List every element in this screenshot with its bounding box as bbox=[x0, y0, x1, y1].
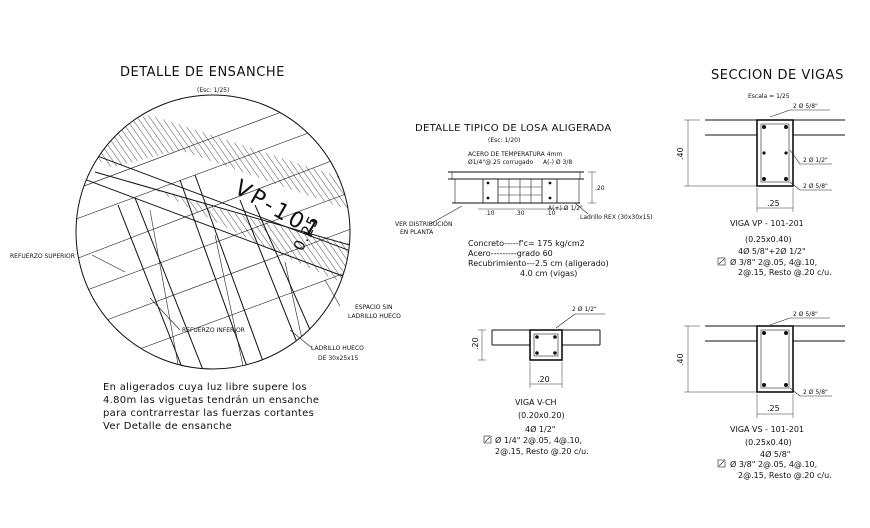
viga-ch-section: 2 Ø 1/2" .20 .20 VIGA V-CH (0.20x0.20) 4… bbox=[471, 306, 605, 456]
vch-stirrups-1: Ø 1/4" 2@.05, 4@.10, bbox=[495, 435, 582, 445]
note-line: Ver Detalle de ensanche bbox=[103, 421, 232, 432]
vs-height-dim: .40 bbox=[676, 353, 685, 366]
losa-detail: DETALLE TIPICO DE LOSA ALIGERADA (Esc: 1… bbox=[395, 123, 653, 278]
spec-line: Recubrimiento---2.5 cm (aligerado) bbox=[468, 259, 609, 268]
detail-circle bbox=[75, 94, 351, 370]
losa-section bbox=[448, 171, 584, 204]
ladrillo-label-2: DE 30x25x15 bbox=[318, 355, 359, 362]
note-line: para contrarrestar las fuerzas cortantes bbox=[103, 408, 314, 419]
losa-dim-center: .30 bbox=[515, 210, 525, 217]
ensanche-scale: (Esc: 1/25) bbox=[197, 87, 229, 94]
vch-bar-label: 2 Ø 1/2" bbox=[572, 306, 597, 313]
ver-distribucion-1: VER DISTRIBUCIÓN bbox=[395, 221, 452, 228]
secciones-title: SECCION DE VIGAS bbox=[711, 68, 844, 83]
refuerzo-superior-label: REFUERZO SUPERIOR bbox=[10, 253, 75, 260]
viga-vp-section: 2 Ø 5/8" 2 Ø 1/2" 2 Ø 5/8" .40 bbox=[676, 103, 845, 277]
vs-width-dim: .25 bbox=[767, 404, 780, 413]
acero-label-2: Ø1/4"@.25 corrugado bbox=[468, 159, 533, 166]
acero-positivo-label: A(+) Ø 1/2" bbox=[548, 205, 583, 212]
vp-stirrups-1: Ø 3/8" 2@.05, 4@.10, bbox=[730, 257, 817, 267]
vch-main-bars: 4Ø 1/2" bbox=[525, 424, 555, 434]
losa-dim-right: .10 bbox=[546, 210, 556, 217]
ladrillo-rex-label: Ladrillo REX (30x30x15) bbox=[580, 214, 653, 221]
spec-line: 4.0 cm (vigas) bbox=[520, 269, 577, 278]
vp-size: (0.25x0.40) bbox=[745, 235, 792, 244]
espacio-label-2: LADRILLO HUECO bbox=[348, 313, 401, 320]
vs-bar-bot: 2 Ø 5/8" bbox=[803, 389, 828, 396]
vs-size: (0.25x0.40) bbox=[745, 438, 792, 447]
vs-name: VIGA VS - 101-201 bbox=[730, 425, 804, 434]
stirrup-icon bbox=[483, 435, 492, 444]
losa-dim-left: .10 bbox=[485, 210, 495, 217]
vp-width-dim: .25 bbox=[767, 199, 780, 208]
secciones-scale: Escala = 1/25 bbox=[748, 93, 790, 100]
vch-size: (0.20x0.20) bbox=[518, 411, 565, 420]
vp-main-bars: 4Ø 5/8"+2Ø 1/2" bbox=[738, 246, 806, 256]
acero-label-1: ACERO DE TEMPERATURA 4mm bbox=[468, 151, 562, 158]
acero-negativo-label: A(-) Ø 3/8 bbox=[543, 159, 572, 166]
vch-width-dim: .20 bbox=[537, 375, 550, 384]
vch-stirrups-2: 2@.15, Resto @.20 c/u. bbox=[495, 447, 589, 456]
losa-scale: (Esc: 1/20) bbox=[488, 137, 520, 144]
espacio-label-1: ESPACIO SIN bbox=[355, 304, 393, 311]
stirrup-icon bbox=[717, 459, 726, 468]
stirrup-icon bbox=[717, 257, 726, 266]
vch-height-dim: .20 bbox=[471, 337, 480, 350]
vp-height-dim: .40 bbox=[676, 147, 685, 160]
ladrillo-label-1: LADRILLO HUECO bbox=[311, 345, 364, 352]
losa-height-dim: .20 bbox=[595, 185, 605, 192]
ensanche-detail: DETALLE DE ENSANCHE (Esc: 1/25) bbox=[10, 65, 401, 432]
note-line: En aligerados cuya luz libre supere los bbox=[103, 382, 307, 393]
vs-stirrups-2: 2@.15, Resto @.20 c/u. bbox=[738, 471, 832, 480]
refuerzo-inferior-label: REFUERZO INFERIOR bbox=[182, 327, 245, 334]
vp-name: VIGA VP - 101-201 bbox=[730, 219, 804, 228]
ensanche-title: DETALLE DE ENSANCHE bbox=[120, 65, 285, 80]
viga-vs-section: 2 Ø 5/8" 2 Ø 5/8" .40 .25 VIGA VS - 101-… bbox=[676, 311, 845, 480]
vp-stirrups-2: 2@.15, Resto @.20 c/u. bbox=[738, 268, 832, 277]
vs-stirrups-1: Ø 3/8" 2@.05, 4@.10, bbox=[730, 459, 817, 469]
ensanche-note: En aligerados cuya luz libre supere los … bbox=[103, 382, 319, 432]
vs-main-bars: 4Ø 5/8" bbox=[760, 449, 790, 459]
note-line: 4.80m las viguetas tendrán un ensanche bbox=[103, 394, 319, 406]
vs-bar-top: 2 Ø 5/8" bbox=[793, 311, 818, 318]
ver-distribucion-2: EN PLANTA bbox=[400, 229, 434, 236]
losa-specs: Concreto-----f'c= 175 kg/cm2 Acero------… bbox=[468, 239, 609, 278]
losa-title: DETALLE TIPICO DE LOSA ALIGERADA bbox=[415, 123, 612, 134]
ensanche-circle-content bbox=[76, 104, 350, 369]
spec-line: Acero---------grado 60 bbox=[468, 249, 553, 258]
vp-bar-bot: 2 Ø 5/8" bbox=[803, 183, 828, 190]
secciones-vigas: SECCION DE VIGAS Escala = 1/25 2 Ø 5/8" … bbox=[676, 68, 845, 480]
vch-name: VIGA V-CH bbox=[515, 398, 557, 407]
spec-line: Concreto-----f'c= 175 kg/cm2 bbox=[468, 239, 585, 248]
vp-bar-mid: 2 Ø 1/2" bbox=[803, 157, 828, 164]
vp-bar-top: 2 Ø 5/8" bbox=[793, 103, 818, 110]
